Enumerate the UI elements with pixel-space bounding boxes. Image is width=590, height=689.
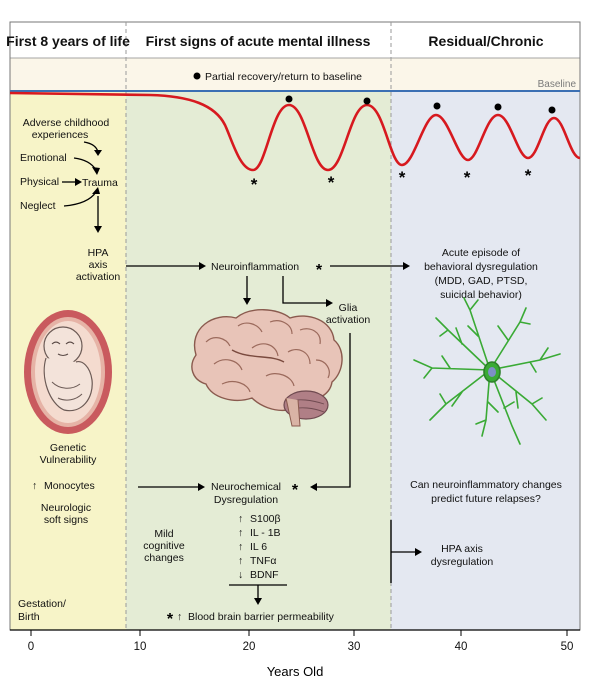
header-first8: First 8 years of life — [6, 33, 130, 49]
acute-episode-3: (MDD, GAD, PTSD, — [435, 275, 528, 287]
marker-il6: IL 6 — [250, 541, 267, 553]
x-axis-ticks — [30, 630, 568, 636]
hpa-label-3: activation — [76, 271, 121, 283]
brain-illustration — [191, 309, 343, 427]
neuroinflammation-asterisk: * — [316, 262, 323, 279]
adverse-label-1: Adverse childhood — [23, 117, 110, 129]
header-acute: First signs of acute mental illness — [146, 33, 371, 49]
recovery-dot — [363, 97, 371, 105]
recovery-legend-text: Partial recovery/return to baseline — [205, 71, 362, 83]
hpa-dys-label-1: HPA axis — [441, 543, 483, 555]
marker-il1b: IL - 1B — [250, 527, 281, 539]
neurochemical-label-1: Neurochemical — [211, 481, 281, 493]
x-tick-label: 20 — [243, 641, 256, 653]
mild-label-3: changes — [144, 552, 184, 564]
x-axis-title: Years Old — [267, 664, 324, 679]
x-tick-label: 0 — [28, 641, 34, 653]
episode-asterisk: * — [251, 175, 258, 194]
acute-episode-4: suicidal behavior) — [440, 289, 522, 301]
genetic-label-2: Vulnerability — [40, 454, 98, 466]
genetic-label-1: Genetic — [50, 442, 86, 454]
physical-label: Physical — [20, 176, 59, 188]
acute-episode-2: behavioral dysregulation — [424, 261, 538, 273]
monocytes-label: Monocytes — [44, 480, 95, 492]
hpa-label-1: HPA — [88, 247, 109, 259]
episode-asterisk: * — [464, 168, 471, 187]
x-tick-label: 10 — [134, 641, 147, 653]
recovery-dot — [433, 102, 441, 110]
legend-band — [10, 58, 580, 90]
svg-text:↑: ↑ — [238, 541, 243, 553]
arrow-neuro-glia — [282, 276, 327, 304]
fetus-illustration — [24, 310, 112, 434]
glia-label-1: Glia — [339, 302, 358, 314]
neglect-label: Neglect — [20, 200, 56, 212]
episode-asterisk: * — [525, 166, 532, 185]
x-tick-label: 40 — [455, 641, 468, 653]
question-label-2: predict future relapses? — [431, 493, 541, 505]
neuroinflammation-label: Neuroinflammation — [211, 261, 299, 273]
recovery-dot — [494, 103, 502, 111]
bbb-up-arrow: ↑ — [177, 611, 182, 623]
recovery-dot — [285, 95, 293, 103]
marker-s100b: S100β — [250, 513, 281, 525]
neurologic-label-1: Neurologic — [41, 502, 91, 514]
adverse-label-2: experiences — [32, 129, 89, 141]
recovery-dot — [548, 106, 556, 114]
svg-text:↑: ↑ — [238, 513, 243, 525]
hpa-dys-label-2: dysregulation — [431, 556, 494, 568]
glia-label-2: activation — [326, 314, 371, 326]
arrow-glia-neurochemical — [316, 333, 351, 488]
header-chronic: Residual/Chronic — [428, 33, 543, 49]
marker-tnfa: TNFα — [250, 555, 276, 567]
trauma-label: Trauma — [82, 177, 118, 189]
marker-list: ↑ S100β ↑ IL - 1B ↑ IL 6 ↑ TNFα ↓ BDNF — [238, 513, 281, 581]
emotional-label: Emotional — [20, 152, 67, 164]
episode-asterisk: * — [328, 173, 335, 192]
recovery-dot-legend — [193, 72, 201, 80]
gestation-label-1: Gestation/ — [18, 598, 66, 610]
hpa-label-2: axis — [89, 259, 108, 271]
question-label-1: Can neuroinflammatory changes — [410, 479, 562, 491]
mild-label-1: Mild — [154, 528, 173, 540]
x-tick-label: 50 — [561, 641, 574, 653]
svg-text:↓: ↓ — [238, 569, 243, 581]
microglia-illustration — [413, 297, 561, 445]
header-band — [10, 22, 580, 58]
bbb-asterisk: * — [167, 611, 174, 628]
monocytes-up-arrow: ↑ — [32, 480, 37, 492]
svg-text:↑: ↑ — [238, 527, 243, 539]
bbb-label: Blood brain barrier permeability — [188, 611, 335, 623]
mild-label-2: cognitive — [143, 540, 185, 552]
neurochemical-asterisk: * — [292, 482, 299, 499]
neurochemical-label-2: Dysregulation — [214, 494, 278, 506]
symptom-curve — [9, 91, 581, 172]
marker-bdnf: BDNF — [250, 569, 279, 581]
acute-episode-1: Acute episode of — [442, 247, 520, 259]
x-tick-label: 30 — [348, 641, 361, 653]
neurologic-label-2: soft signs — [44, 514, 88, 526]
gestation-label-2: Birth — [18, 611, 40, 623]
svg-text:↑: ↑ — [238, 555, 243, 567]
baseline-label: Baseline — [538, 79, 577, 90]
episode-asterisk: * — [399, 168, 406, 187]
